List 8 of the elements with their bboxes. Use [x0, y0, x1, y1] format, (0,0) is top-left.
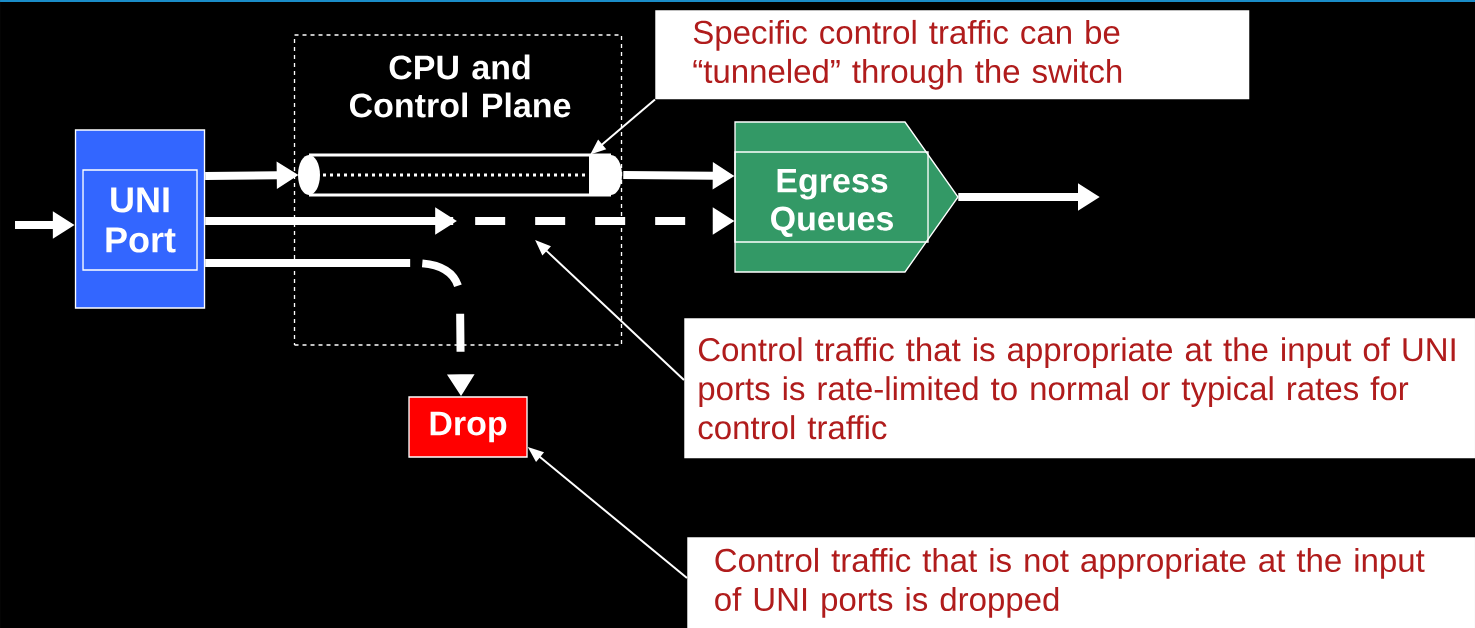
queue-block: Egress Queues: [734, 121, 959, 273]
drop-box: Drop: [408, 396, 528, 458]
port-box: UNI Port: [74, 129, 206, 309]
callout-box: Specific control traffic can be “tunneled” through the switch: [655, 10, 1250, 100]
callout-box: Control traffic that is appropriate at the input of UNI ports is rate-limited to normal or typical rates for control traffic: [684, 318, 1475, 459]
tunnel-pipe: [298, 153, 622, 197]
callout-box: Control traffic that is not appropriate at the input of UNI ports is dropped: [687, 537, 1475, 628]
dashed-boundary: CPU and Control Plane: [293, 34, 623, 346]
